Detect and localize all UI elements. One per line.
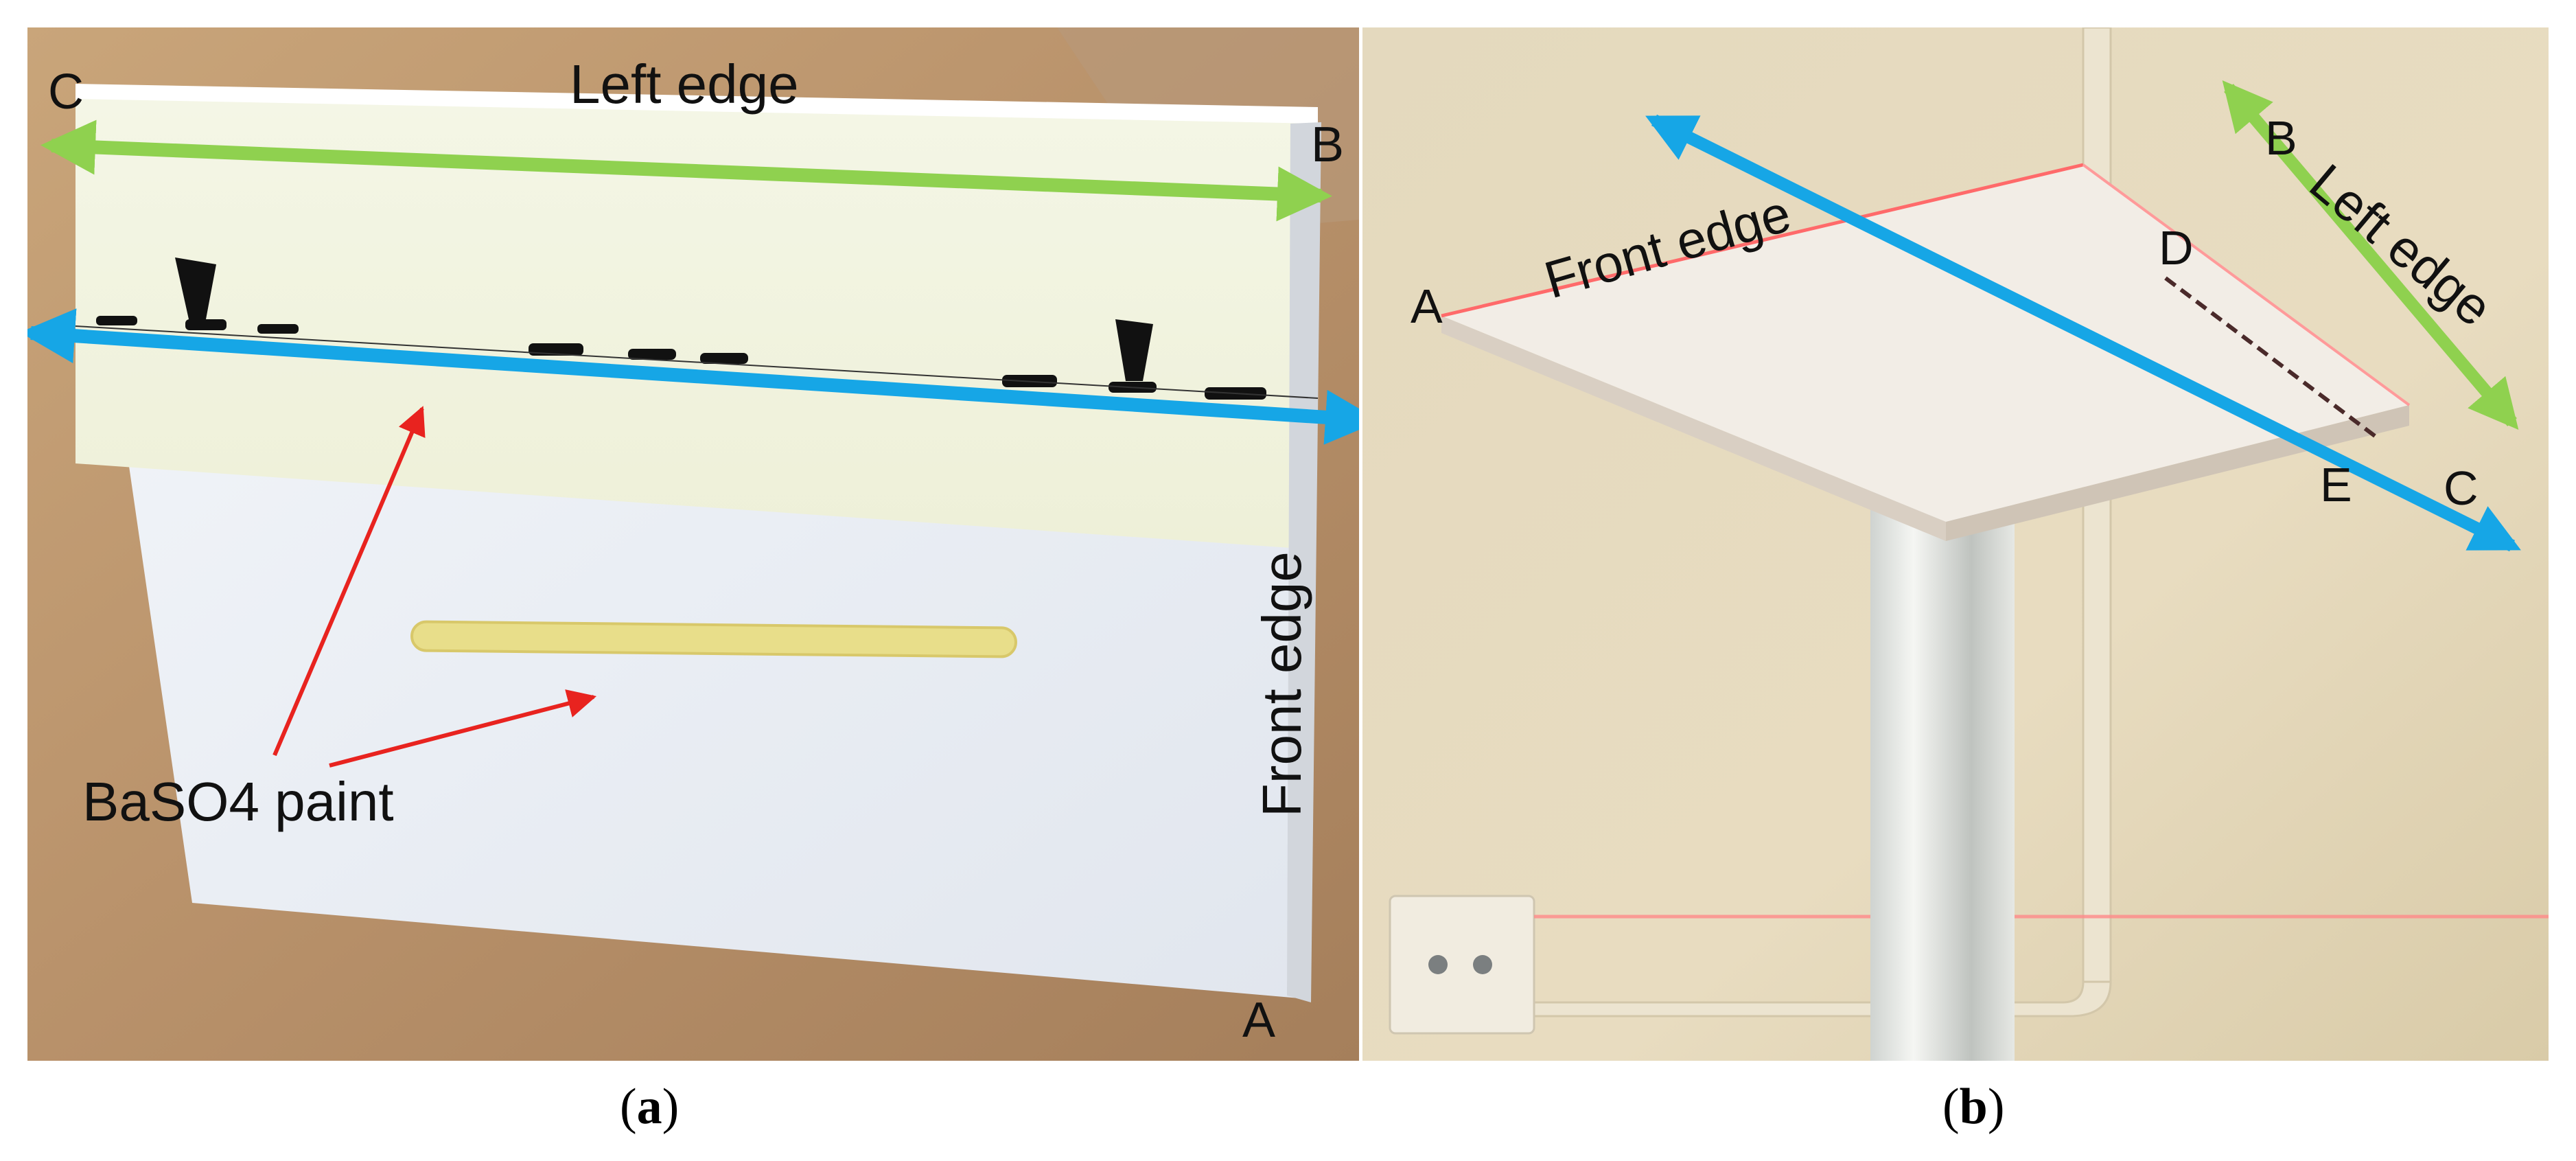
front-edge-label: Front edge: [1251, 551, 1312, 817]
corner-label-a-b: A: [1411, 279, 1443, 333]
front-edge-blue-arrow-b: [1645, 114, 2521, 552]
photo-b-canvas: A B C D E Front edge Left edge: [1362, 27, 2549, 1061]
paint-pointer-arrow-lower: [329, 689, 597, 768]
photo-a-canvas: C B A Left edge Front edge BaSO4 paint: [27, 27, 1359, 1061]
caption-a-letter: a: [636, 1079, 662, 1135]
corner-label-c-b: C: [2444, 461, 2479, 515]
caption-b-letter: b: [1959, 1079, 1988, 1135]
caption-b: (b): [1942, 1079, 2005, 1135]
corner-label-c: C: [48, 65, 84, 119]
corner-label-a: A: [1242, 993, 1275, 1048]
board-top-edge: [76, 84, 1318, 124]
baso4-paint-stripe: [410, 620, 1017, 658]
paint-pointer-arrow-upper: [272, 406, 426, 757]
front-edge-blue-arrow: [27, 308, 1359, 445]
caption-a: (a): [620, 1079, 680, 1135]
baso4-paint-label: BaSO4 paint: [82, 771, 394, 832]
corner-label-e-b: E: [2320, 458, 2352, 511]
corner-label-b: B: [1311, 117, 1344, 172]
support-rod: [1870, 484, 2015, 1061]
left-edge-label: Left edge: [570, 54, 799, 115]
photo-panel-a: C B A Left edge Front edge BaSO4 paint: [27, 27, 1359, 1061]
left-edge-green-arrow: [40, 119, 1332, 222]
corner-label-d-b: D: [2159, 221, 2194, 275]
corner-label-b-b: B: [2265, 111, 2297, 165]
photo-panel-b: A B C D E Front edge Left edge: [1362, 27, 2549, 1061]
wall-socket: [1389, 895, 1535, 1035]
